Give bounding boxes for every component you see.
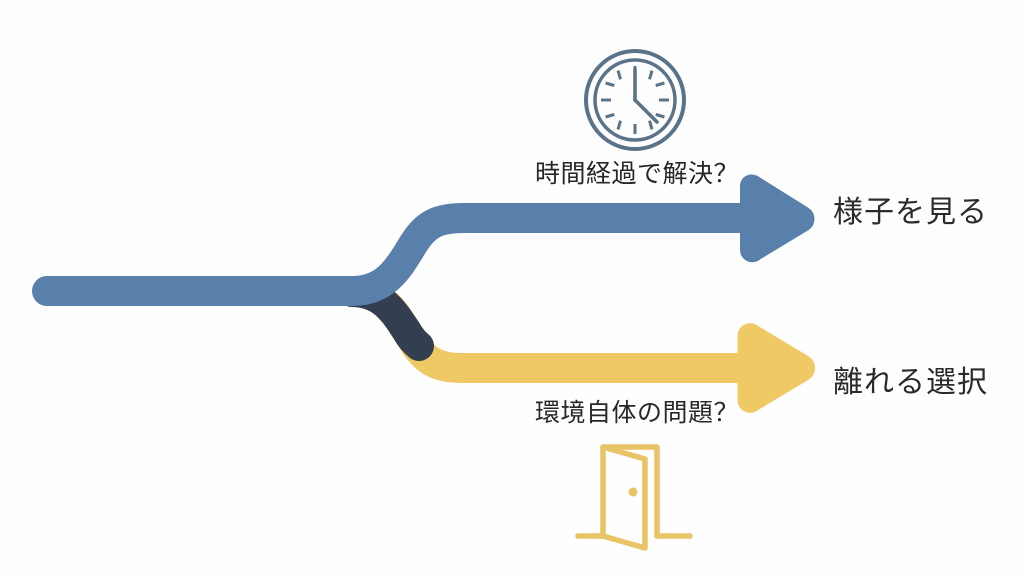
branch-question-wait: 時間経過で解決？ — [535, 160, 740, 188]
outcome-label-leave: 離れる選択 — [833, 366, 988, 399]
clock-icon — [584, 49, 686, 151]
branch-question-leave: 環境自体の問題？ — [535, 399, 740, 427]
wait-path — [32, 174, 815, 306]
open-door-icon — [575, 444, 693, 551]
outcome-label-wait: 様子を見る — [833, 196, 988, 229]
